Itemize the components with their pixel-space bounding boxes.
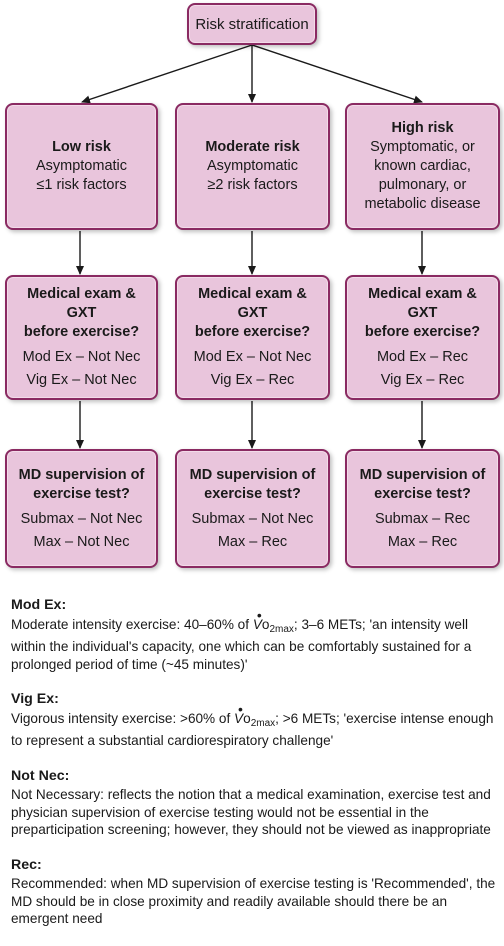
exam-title: before exercise? <box>194 324 311 340</box>
supervision-max: Max – Rec <box>217 533 288 550</box>
exam-vig: Vig Ex – Rec <box>210 372 295 388</box>
vo-letter-o: o <box>243 710 251 726</box>
legend-rec: Rec: Recommended: when MD supervision of… <box>11 857 499 928</box>
exam-title: before exercise? <box>364 324 481 340</box>
legend-definition: Recommended: when MD supervision of exer… <box>11 876 496 926</box>
legend-text: ; 3–6 METs; 'an intensity well within th… <box>11 616 472 672</box>
vo-letter: V <box>234 710 244 726</box>
moderate-risk-exam-box: Medical exam & GXT before exercise? Mod … <box>175 275 330 400</box>
risk-line: metabolic disease <box>364 196 481 212</box>
legend-definition: Moderate intensity exercise: 40–60% of •… <box>11 606 499 674</box>
legend-definition: Not Necessary: reflects the notion that … <box>11 787 491 837</box>
high-risk-box: High risk Symptomatic, or known cardiac,… <box>345 103 500 230</box>
legend-text: Vigorous intensity exercise: >60% of <box>11 710 235 726</box>
risk-line: pulmonary, or <box>378 177 467 193</box>
supervision-title: MD supervision of <box>189 466 316 483</box>
low-risk-exam-box: Medical exam & GXT before exercise? Mod … <box>5 275 158 400</box>
vo2max-symbol: •V <box>252 606 262 632</box>
vo-letter-o: o <box>261 616 270 632</box>
supervision-submax: Submax – Rec <box>374 510 471 527</box>
risk-line: ≤1 risk factors <box>36 177 127 193</box>
legend-text: Moderate intensity exercise: 40–60% of <box>11 616 253 632</box>
supervision-title: exercise test? <box>374 485 471 502</box>
exam-title: before exercise? <box>23 324 140 340</box>
arrow-root-to-low <box>81 44 253 104</box>
legend: Mod Ex: Moderate intensity exercise: 40–… <box>11 597 499 946</box>
supervision-submax: Submax – Not Nec <box>191 510 314 527</box>
legend-term: Mod Ex: <box>11 597 67 613</box>
supervision-max: Max – Not Nec <box>33 533 130 550</box>
risk-line: Asymptomatic <box>206 158 299 174</box>
legend-text: ; >6 METs; 'exercise intense enough to r… <box>11 710 494 749</box>
high-risk-supervision-box: MD supervision of exercise test? Submax … <box>345 449 500 568</box>
legend-term: Not Nec: <box>11 767 70 784</box>
exam-mod: Mod Ex – Not Nec <box>22 349 141 365</box>
legend-term: Vig Ex: <box>11 691 59 707</box>
risk-line: Asymptomatic <box>35 158 128 174</box>
risk-stratification-box: Risk stratification <box>187 3 317 45</box>
vo-letter: V <box>252 616 262 632</box>
risk-title: Moderate risk <box>205 139 300 155</box>
exam-vig: Vig Ex – Rec <box>380 372 465 388</box>
supervision-title: MD supervision of <box>359 466 486 483</box>
exam-mod: Mod Ex – Not Nec <box>193 349 312 365</box>
vo-subscript: 2max <box>250 717 276 729</box>
risk-line: known cardiac, <box>374 158 471 174</box>
supervision-title: exercise test? <box>204 485 301 502</box>
exam-title: Medical exam & GXT <box>368 286 477 321</box>
risk-line: ≥2 risk factors <box>207 177 298 193</box>
risk-line: Symptomatic, or <box>370 139 475 155</box>
root-label: Risk stratification <box>195 15 309 33</box>
arrow-root-to-high <box>251 44 423 104</box>
flowchart: Risk stratification Low risk Asymptomati… <box>5 3 500 568</box>
legend-mod-ex: Mod Ex: Moderate intensity exercise: 40–… <box>11 597 499 673</box>
vo-subscript: 2max <box>269 623 294 635</box>
legend-not-nec: Not Nec: Not Necessary: reflects the not… <box>11 768 499 839</box>
connector-arrows <box>76 44 426 449</box>
vo2max-symbol: •V <box>234 700 244 726</box>
exam-title: Medical exam & GXT <box>27 286 136 321</box>
moderate-risk-supervision-box: MD supervision of exercise test? Submax … <box>175 449 330 568</box>
risk-title: Low risk <box>52 139 111 155</box>
risk-title: High risk <box>391 120 454 136</box>
legend-definition: Vigorous intensity exercise: >60% of •Vo… <box>11 700 499 750</box>
supervision-submax: Submax – Not Nec <box>20 510 143 527</box>
exam-mod: Mod Ex – Rec <box>376 349 469 365</box>
exam-title: Medical exam & GXT <box>198 286 307 321</box>
legend-vig-ex: Vig Ex: Vigorous intensity exercise: >60… <box>11 691 499 750</box>
moderate-risk-box: Moderate risk Asymptomatic ≥2 risk facto… <box>175 103 330 230</box>
supervision-title: MD supervision of <box>18 466 145 483</box>
low-risk-supervision-box: MD supervision of exercise test? Submax … <box>5 449 158 568</box>
high-risk-exam-box: Medical exam & GXT before exercise? Mod … <box>345 275 500 400</box>
legend-term: Rec: <box>11 856 42 873</box>
exam-vig: Vig Ex – Not Nec <box>26 372 137 388</box>
supervision-title: exercise test? <box>33 485 130 502</box>
supervision-max: Max – Rec <box>387 533 458 550</box>
low-risk-box: Low risk Asymptomatic ≤1 risk factors <box>5 103 158 230</box>
